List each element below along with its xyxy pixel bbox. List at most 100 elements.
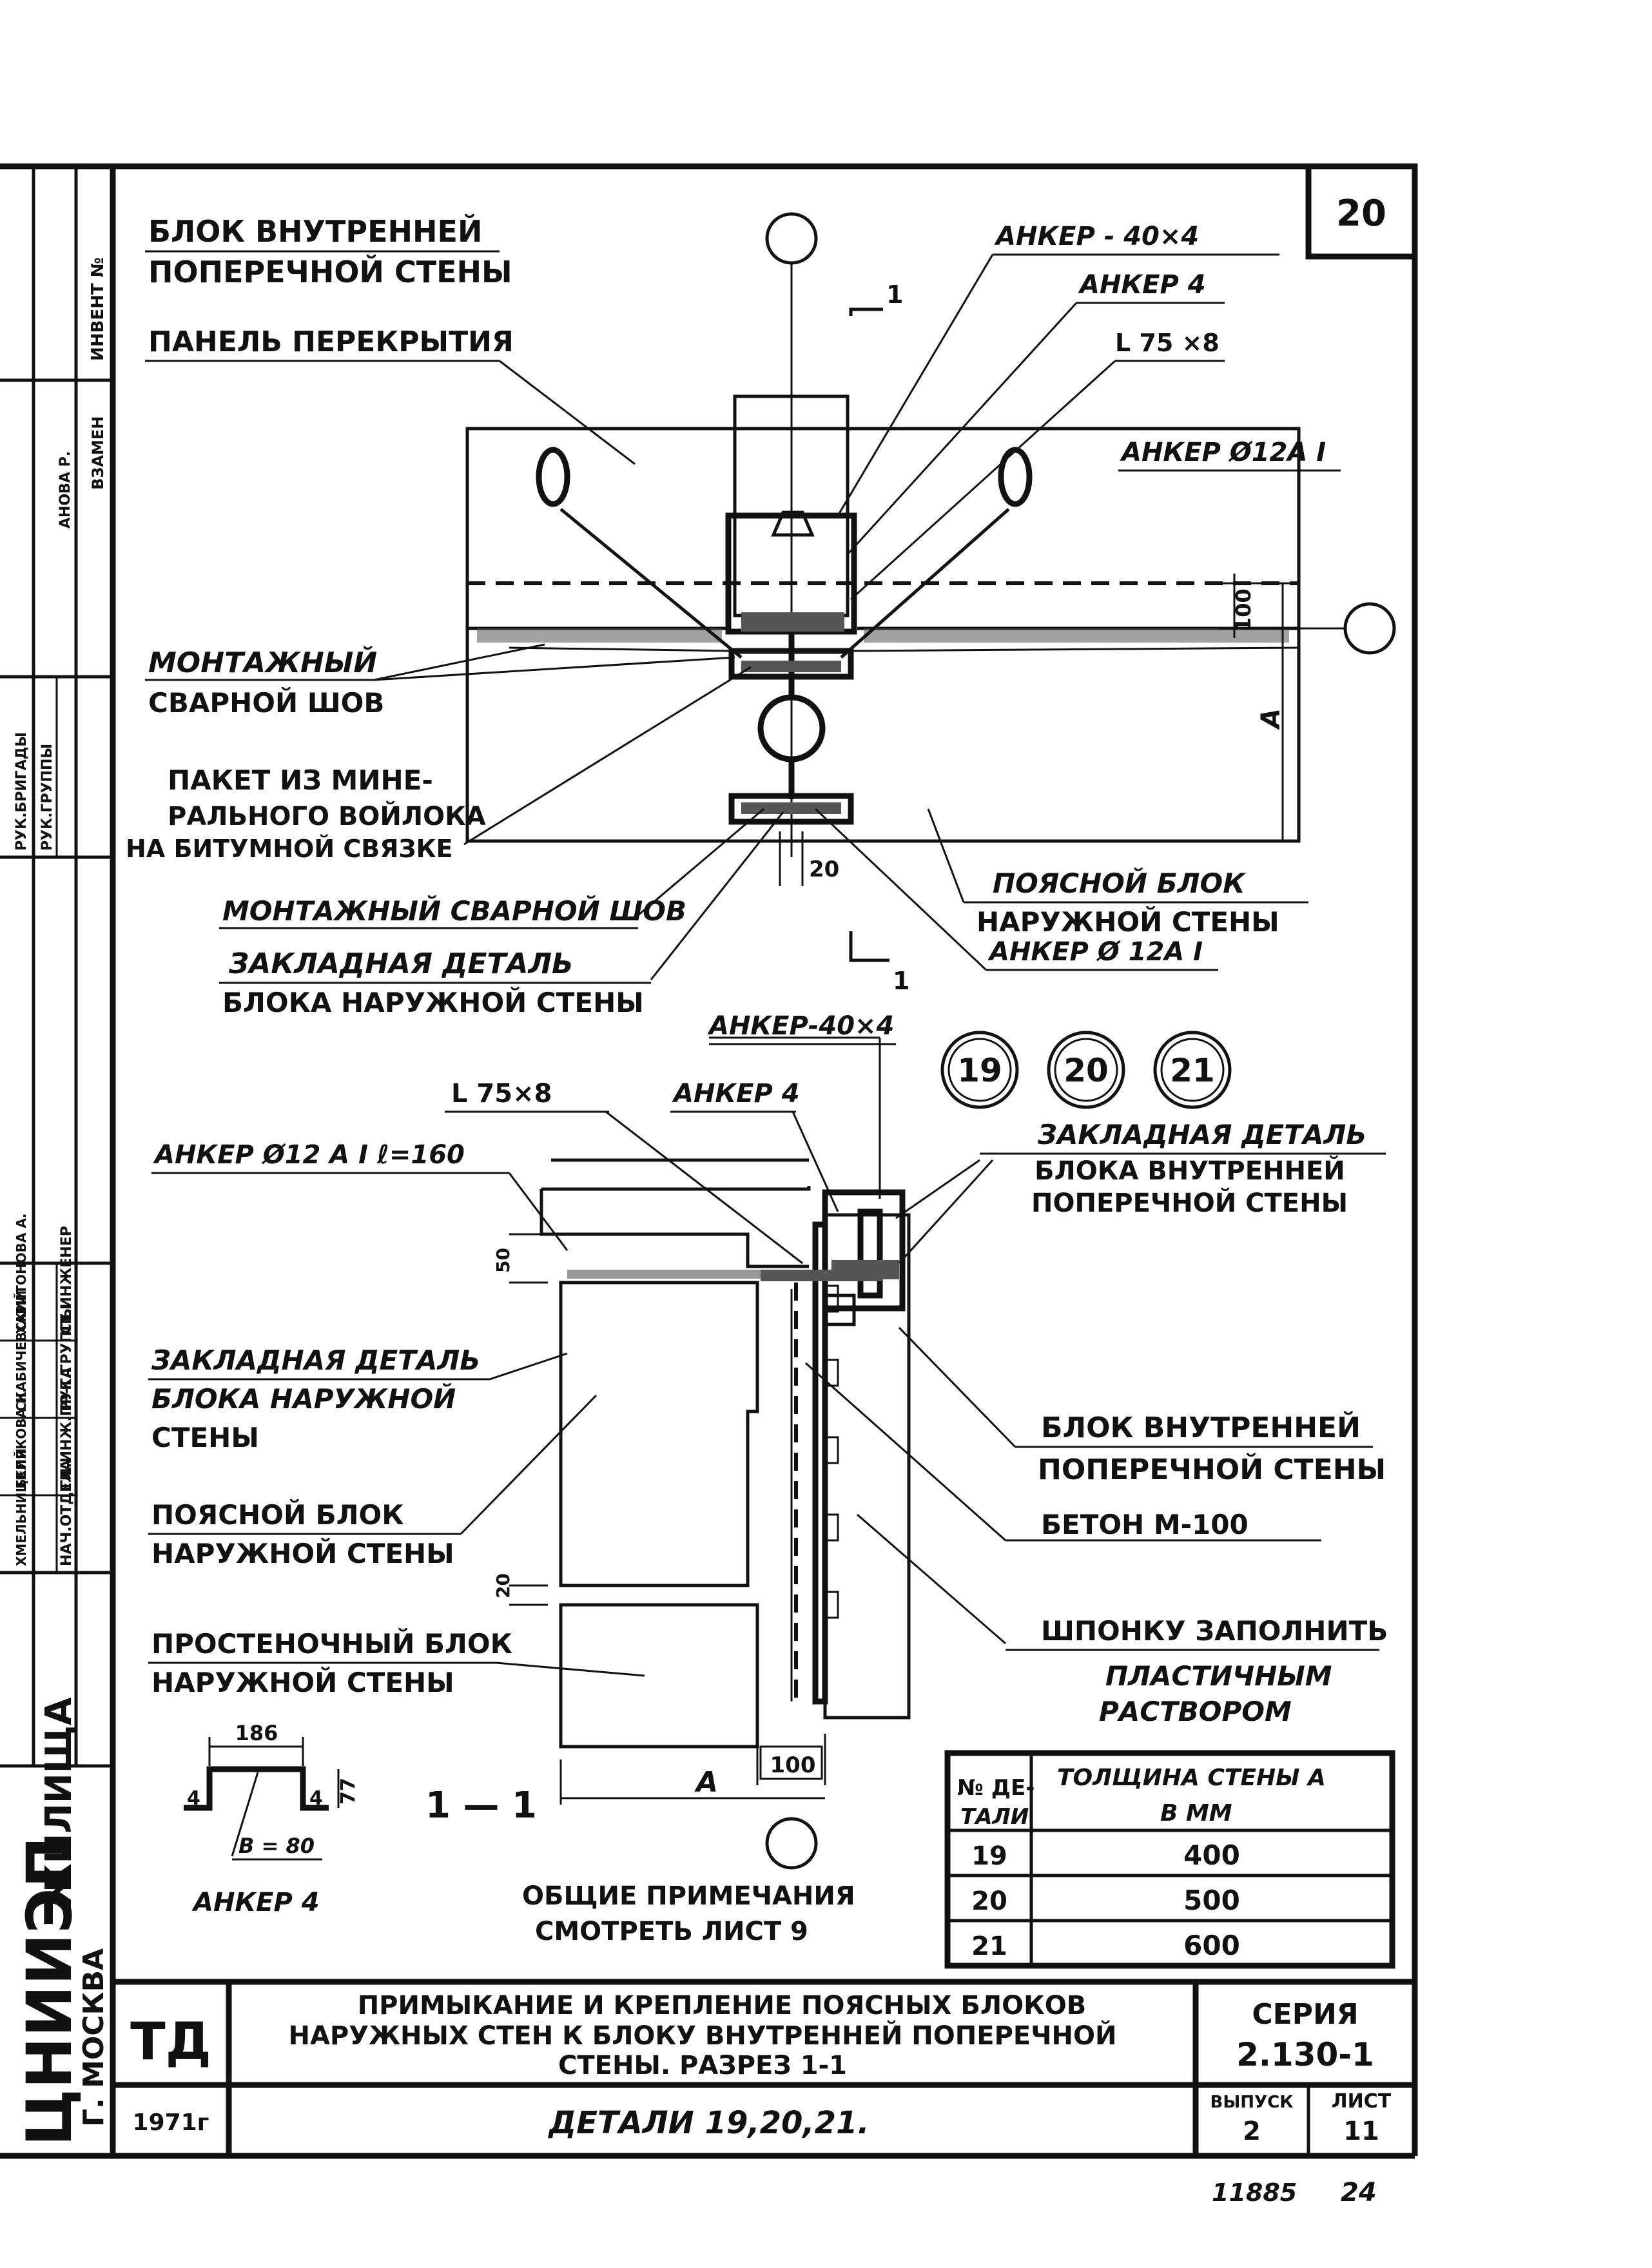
sheet-frame <box>0 163 1418 2159</box>
org-name: ЦНИИЭП <box>14 1836 86 2146</box>
table-header-thk-2: В ММ <box>1160 1800 1232 1827</box>
plan-label-weld-line: МОНТАЖНЫЙ СВАРНОЙ ШОВ <box>222 895 686 927</box>
section-label-anchor-4: АНКЕР 4 <box>672 1079 800 1109</box>
name-4: ХАРИТОНОВА А. <box>14 1214 29 1334</box>
name-3: СКАБИЧЕВСКИЙ <box>14 1290 29 1411</box>
anchor-width: В = 80 <box>238 1834 315 1858</box>
table-row-19-thk: 400 <box>1183 1839 1240 1871</box>
plan-label-anchor-12b: АНКЕР Ø 12А I <box>987 937 1203 967</box>
section-label-belt-block-1: ПОЯСНОЙ БЛОК <box>151 1498 404 1531</box>
title-block: ТД 1971г ПРИМЫКАНИЕ И КРЕПЛЕНИЕ ПОЯСНЫХ … <box>113 1979 1415 2156</box>
plan-label-inner-block-2: ПОПЕРЕЧНОЙ СТЕНЫ <box>148 255 512 289</box>
section-label-concrete: БЕТОН М-100 <box>1041 1509 1249 1540</box>
table-row-19-no: 19 <box>971 1841 1007 1871</box>
anchor-4-detail: 186 77 4 4 В = 80 АНКЕР 4 <box>184 1721 360 1917</box>
role-3: РУК.ГРУППЫ <box>59 1304 75 1411</box>
org-city: Г. МОСКВА <box>77 1948 110 2127</box>
plan-label-angle: L 75 ×8 <box>1115 329 1220 357</box>
axis-circle-bottom <box>765 1817 818 1870</box>
title-year: 1971г <box>132 2109 209 2136</box>
section-label-emb-inner-3: ПОПЕРЕЧНОЙ СТЕНЫ <box>1031 1187 1348 1218</box>
archive-number: 11885 <box>1212 2178 1297 2207</box>
notes-line-1: ОБЩИЕ ПРИМЕЧАНИЯ <box>522 1881 855 1911</box>
plan-label-weld-1: МОНТАЖНЫЙ <box>148 645 377 679</box>
plan-label-anchor-40x4: АНКЕР - 40×4 <box>994 222 1199 251</box>
axis-circle-top <box>765 212 818 265</box>
list-label: ЛИСТ <box>1332 2090 1392 2113</box>
anchor-dim-4a: 4 <box>187 1787 200 1810</box>
instead-label: ВЗАМЕН <box>89 416 107 490</box>
plan-label-floor-panel: ПАНЕЛЬ ПЕРЕКРЫТИЯ <box>148 325 514 358</box>
left-strip: ИНВЕНТ № ВЗАМЕН АНОВА Р. РУК.БРИГАДЫ РУК… <box>0 257 113 2146</box>
section-view: 50 20 100 А <box>148 1011 1388 1870</box>
anchor-dim-186: 186 <box>235 1721 278 1745</box>
plan-dim-a: А <box>1256 708 1286 730</box>
details-title: ДЕТАЛИ 19,20,21. <box>547 2105 869 2141</box>
plan-dim-100: 100 <box>1231 588 1256 632</box>
section-label-key-3: РАСТВОРОМ <box>1099 1696 1292 1727</box>
section-label-pier-block-1: ПРОСТЕНОЧНЫЙ БЛОК <box>151 1627 512 1660</box>
section-mark-top: 1 <box>886 280 903 309</box>
table-row-21-thk: 600 <box>1183 1930 1240 1961</box>
plan-label-packet-2: РАЛЬНОГО ВОЙЛОКА <box>168 800 486 831</box>
section-label-emb-outer-2: БЛОКА НАРУЖНОЙ <box>151 1382 456 1415</box>
section-dim-20: 20 <box>492 1573 514 1598</box>
plan-label-belt-block-1: ПОЯСНОЙ БЛОК <box>993 867 1247 899</box>
section-label-emb-outer-3: СТЕНЫ <box>151 1422 259 1453</box>
plan-label-inner-block-1: БЛОК ВНУТРЕННЕЙ <box>148 214 482 249</box>
plan-label-anchor-12: АНКЕР Ø12А I <box>1120 438 1326 467</box>
section-label-emb-inner-1: ЗАКЛАДНАЯ ДЕТАЛЬ <box>1037 1119 1366 1150</box>
section-label-anchor-12: АНКЕР Ø12 А I ℓ=160 <box>153 1140 465 1170</box>
series-label: СЕРИЯ <box>1252 1998 1358 2031</box>
inventory-label: ИНВЕНТ № <box>88 257 108 361</box>
section-label-key-2: ПЛАСТИЧНЫМ <box>1105 1660 1332 1692</box>
plan-label-anchor-4: АНКЕР 4 <box>1078 270 1206 300</box>
detail-number-19: 19 <box>957 1052 1002 1089</box>
anchor-dim-77: 77 <box>337 1778 360 1805</box>
axis-circle-right <box>1343 602 1396 655</box>
title-line-1: ПРИМЫКАНИЕ И КРЕПЛЕНИЕ ПОЯСНЫХ БЛОКОВ <box>358 1991 1087 2021</box>
series-value: 2.130-1 <box>1236 2036 1374 2073</box>
detail-numbers: 19 20 21 <box>940 1031 1232 1109</box>
issue-label: ВЫПУСК <box>1210 2093 1294 2112</box>
sheet-number: 20 <box>1336 193 1386 235</box>
general-notes: ОБЩИЕ ПРИМЕЧАНИЯ СМОТРЕТЬ ЛИСТ 9 <box>522 1881 855 1946</box>
section-mark-bottom: 1 <box>893 967 909 995</box>
anchor-dim-4b: 4 <box>309 1787 323 1810</box>
plan-view: 100 А 20 1 1 БЛО <box>126 212 1396 1018</box>
table-header-thk-1: ТОЛЩИНА СТЕНЫ А <box>1057 1765 1326 1791</box>
section-label-angle: L 75×8 <box>451 1079 552 1109</box>
plan-label-belt-block-2: НАРУЖНОЙ СТЕНЫ <box>977 906 1279 938</box>
plan-label-packet-1: ПАКЕТ ИЗ МИНЕ- <box>168 764 433 796</box>
detail-number-20: 20 <box>1064 1052 1109 1089</box>
section-label-belt-block-2: НАРУЖНОЙ СТЕНЫ <box>151 1537 454 1569</box>
table-row-20-no: 20 <box>971 1886 1007 1916</box>
title-code: ТД <box>130 2011 211 2071</box>
title-line-2: НАРУЖНЫХ СТЕН К БЛОКУ ВНУТРЕННЕЙ ПОПЕРЕЧ… <box>288 2020 1116 2051</box>
name-2: БЕЛЯКОВА Н. <box>14 1388 29 1489</box>
title-line-3: СТЕНЫ. РАЗРЕЗ 1-1 <box>558 2051 847 2080</box>
plan-label-weld-2: СВАРНОЙ ШОВ <box>148 686 384 719</box>
page-number: 24 <box>1341 2178 1377 2207</box>
role-1: НАЧ.ОТДЕЛА <box>59 1460 75 1566</box>
table-header-no-2: ТАЛИ <box>960 1804 1029 1830</box>
detail-number-21: 21 <box>1170 1052 1215 1089</box>
thickness-table: № ДЕ- ТАЛИ ТОЛЩИНА СТЕНЫ А В ММ 19 400 2… <box>944 1750 1395 1969</box>
section-dim-50: 50 <box>492 1248 514 1273</box>
section-label-anchor-40x4: АНКЕР-40×4 <box>707 1011 894 1041</box>
plan-label-packet-3: НА БИТУМНОЙ СВЯЗКЕ <box>126 835 453 863</box>
section-label-inner-block-2: ПОПЕРЕЧНОЙ СТЕНЫ <box>1038 1452 1386 1486</box>
top-name: АНОВА Р. <box>57 451 73 528</box>
table-row-20-thk: 500 <box>1183 1885 1240 1916</box>
issue-value: 2 <box>1243 2117 1261 2146</box>
role-2: ГЛ.ИНЖ.ПР-ТА <box>59 1368 75 1489</box>
sheet-number-box: 20 <box>1305 163 1418 260</box>
section-label-inner-block-1: БЛОК ВНУТРЕННЕЙ <box>1041 1410 1361 1444</box>
list-value: 11 <box>1343 2117 1379 2146</box>
section-label-pier-block-2: НАРУЖНОЙ СТЕНЫ <box>151 1666 454 1698</box>
plan-label-embedded-2: БЛОКА НАРУЖНОЙ СТЕНЫ <box>222 986 644 1018</box>
section-label-emb-inner-2: БЛОКА ВНУТРЕННЕЙ <box>1035 1155 1345 1186</box>
section-title: 1 — 1 <box>425 1785 537 1827</box>
section-dim-a: А <box>694 1766 718 1799</box>
